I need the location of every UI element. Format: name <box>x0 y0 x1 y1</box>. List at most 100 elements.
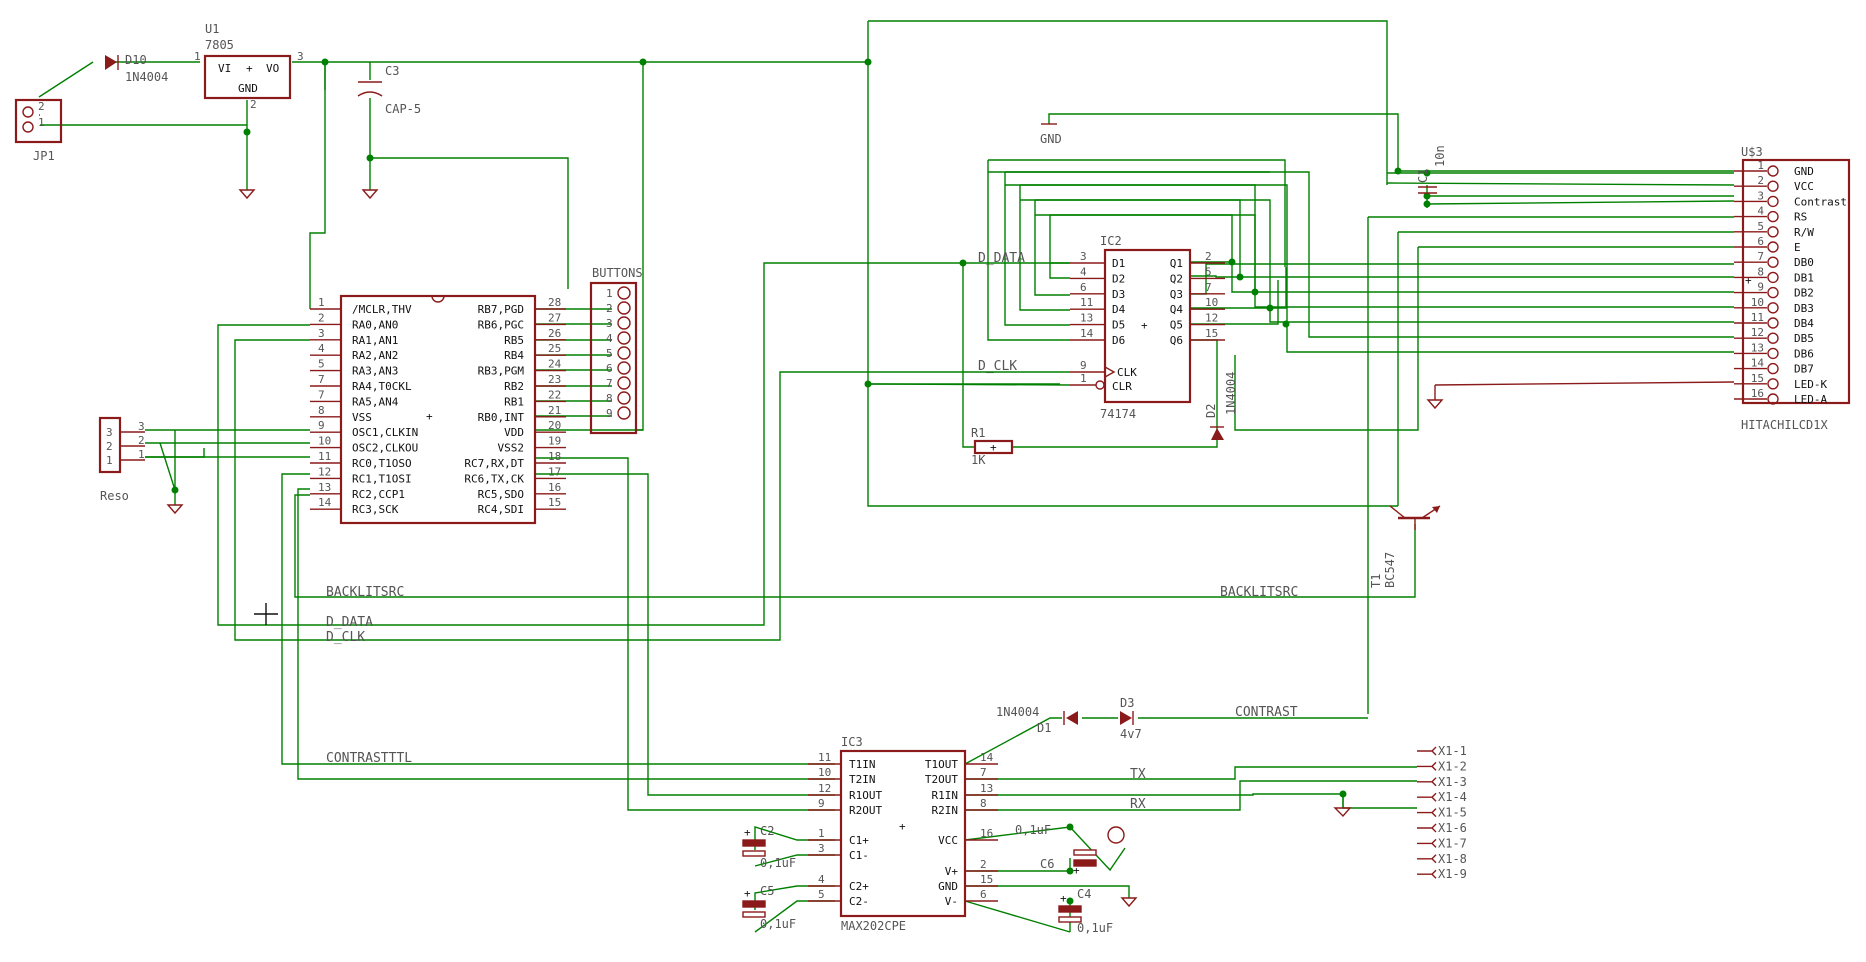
ic2-pin-number: 14 <box>1080 327 1094 340</box>
lcd-pin-number: 4 <box>1757 205 1764 218</box>
lcd-pin-number: 3 <box>1757 189 1764 202</box>
mcu-pin-label: VDD <box>504 426 524 439</box>
mcu-left-pins: 1/MCLR,THV2RA0,AN03RA1,AN14RA2,AN25RA3,A… <box>310 296 418 516</box>
buttons-pin-number: 6 <box>606 362 613 375</box>
mcu-pin-number: 5 <box>318 358 325 371</box>
ic3-plus: + <box>899 820 906 833</box>
ic3-pin-label: R2IN <box>932 804 959 817</box>
c4-capacitor[interactable]: + C4 0,1uF <box>1058 887 1113 935</box>
d3-value: 4v7 <box>1120 727 1142 741</box>
d2-diode[interactable]: D2 1N4004 <box>1204 372 1238 440</box>
x1-pin-label: X1-4 <box>1438 790 1467 804</box>
buttons-pin-number: 3 <box>606 317 613 330</box>
d10-diode[interactable]: D10 1N4004 <box>105 53 168 84</box>
c5-capacitor[interactable]: + C5 0,1uF <box>742 884 796 931</box>
ic3-max202[interactable]: IC3 MAX202CPE + 11T1IN10T2IN12R1OUT9R2OU… <box>808 735 998 933</box>
d3-zener[interactable]: D3 4v7 <box>1120 696 1142 741</box>
lcd-pin-number: 5 <box>1757 220 1764 233</box>
r1-plus: + <box>990 441 997 454</box>
reso-pin-number: 3 <box>106 426 113 439</box>
mcu-pin-label: RC3,SCK <box>352 503 399 516</box>
net-d-data-bottom: D_DATA <box>326 615 373 630</box>
mcu-pin-number: 10 <box>318 435 331 448</box>
lcd-pin-number: 6 <box>1757 235 1764 248</box>
mcu-pin-number: 7 <box>318 373 325 386</box>
c1-capacitor[interactable]: C1 10n <box>1416 145 1447 194</box>
lcd-pin-circle <box>1767 226 1779 238</box>
net-backlitsrc-right: BACKLITSRC <box>1220 585 1298 600</box>
lcd-pin-number: 2 <box>1757 174 1764 187</box>
buttons-pin-number: 1 <box>606 287 613 300</box>
mcu-pin-label: OSC2,CLKOU <box>352 442 418 455</box>
ic3-pin-number: 5 <box>818 888 825 901</box>
ic2-pin-number: 7 <box>1205 281 1212 294</box>
lcd-pin-number: 11 <box>1751 311 1764 324</box>
reso-wire-number: 1 <box>138 448 145 461</box>
buttons-pin-circle <box>617 286 631 300</box>
x1-pin-mark <box>1417 792 1437 802</box>
ic2-value: 74174 <box>1100 407 1136 421</box>
mcu-pin-label: RB3,PGM <box>478 365 525 378</box>
c2-value: 0,1uF <box>760 856 796 870</box>
mcu-pin-label: RB7,PGD <box>478 303 524 316</box>
mcu-pin-number: 16 <box>548 481 561 494</box>
lcd-pin-number: 12 <box>1751 326 1764 339</box>
jp1-ref: JP1 <box>33 149 55 163</box>
c6-capacitor[interactable]: + 0,1uF C6 <box>1015 823 1097 877</box>
ic2-clk-number: 9 <box>1080 359 1087 372</box>
ic2-pin-label: Q4 <box>1170 303 1184 316</box>
buttons-pin-number: 7 <box>606 377 613 390</box>
lcd-pin-number: 8 <box>1757 265 1764 278</box>
c4-value: 0,1uF <box>1077 921 1113 935</box>
net-tx: TX <box>1130 767 1146 782</box>
net-d-data-top: D_DATA <box>978 251 1025 266</box>
mcu-pin-number: 15 <box>548 496 561 509</box>
c2-capacitor[interactable]: + C2 0,1uF <box>742 824 796 870</box>
lcd-pin-circle <box>1767 180 1779 192</box>
t1-transistor[interactable]: T1 BC547 <box>1369 505 1441 588</box>
ic3-pin-label: T1IN <box>849 758 876 771</box>
mcu-pin-label: RC4,SDI <box>478 503 524 516</box>
jp1-connector[interactable]: 2 1 JP1 <box>14 98 63 163</box>
mcu-plus: + <box>426 410 433 423</box>
pic-microcontroller[interactable]: + 1/MCLR,THV2RA0,AN03RA1,AN14RA2,AN25RA3… <box>310 294 566 525</box>
x1-connector[interactable]: X1-1X1-2X1-3X1-4X1-5X1-6X1-7X1-8X1-9 <box>1417 744 1467 881</box>
c3-capacitor[interactable]: C3 CAP-5 <box>357 64 421 116</box>
u1-vi: VI <box>218 62 231 75</box>
lcd-ref: U$3 <box>1741 145 1763 159</box>
c1-ref: C1 <box>1416 169 1430 183</box>
mcu-pin-label: RC6,TX,CK <box>464 472 524 485</box>
ic2-74174[interactable]: IC2 74174 + 3D14D26D311D413D514D62Q15Q27… <box>1070 234 1225 421</box>
lcd-pin-circle <box>1767 317 1779 329</box>
ic2-pin-label: D3 <box>1112 288 1125 301</box>
net-d-clk-top: D_CLK <box>978 359 1017 374</box>
gnd-label: GND <box>1040 132 1062 146</box>
r1-resistor[interactable]: R1 1K + <box>971 426 1014 467</box>
mcu-pin-number: 25 <box>548 342 561 355</box>
lcd-pin-circle <box>1767 302 1779 314</box>
jp1-pin2: 2 <box>38 100 45 113</box>
mcu-pin-label: RB6,PGC <box>478 318 524 331</box>
origin-crosshair <box>254 603 278 625</box>
u1-pin1: 1 <box>194 50 201 63</box>
t1-ref: T1 <box>1369 574 1383 588</box>
lcd-pin-label: DB6 <box>1794 347 1814 360</box>
d1-diode[interactable]: 1N4004 D1 <box>996 705 1078 735</box>
x1-pin-mark <box>1417 823 1437 833</box>
ic2-pin-label: D1 <box>1112 257 1125 270</box>
ic3-pin-label: VCC <box>938 834 958 847</box>
ic2-pin-label: D5 <box>1112 319 1125 332</box>
buttons-pin-circle <box>617 301 631 315</box>
ic3-pin-number: 12 <box>818 782 831 795</box>
u1-regulator[interactable]: U1 7805 VI + VO GND 1 2 3 <box>194 22 304 111</box>
lcd-pin-circle <box>1767 362 1779 375</box>
lcd-pin-circle <box>1767 393 1779 405</box>
wires <box>38 20 1735 933</box>
mcu-pin-number: 27 <box>548 311 561 324</box>
mcu-pin-number: 1 <box>318 296 325 309</box>
lcd-pin-number: 14 <box>1751 357 1765 370</box>
